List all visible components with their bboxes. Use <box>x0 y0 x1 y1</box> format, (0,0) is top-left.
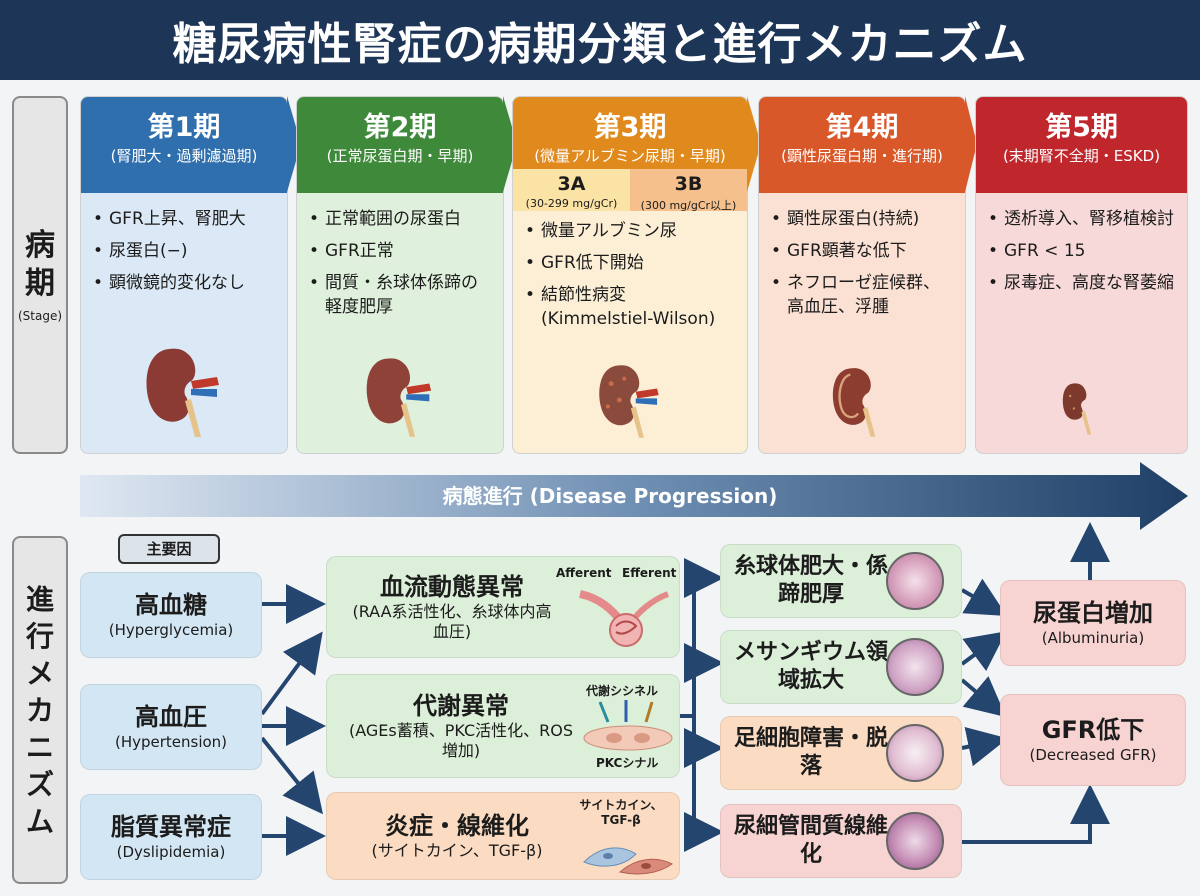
cell-signal-icon <box>583 700 673 751</box>
metabolic-signal-label: 代謝シシネル <box>586 684 659 698</box>
substage-3b-range: (300 mg/gCr以上) <box>640 199 737 212</box>
kidney-icon <box>366 358 432 437</box>
vessel-icon <box>579 590 670 647</box>
outcome-label-en: (Albuminuria) <box>1041 629 1145 647</box>
stage-4-card: 第4期 (顕性尿蛋白期・進行期) 顕性尿蛋白(持続) GFR顕著な低下 ネフロー… <box>758 96 966 454</box>
mechanism-label: 炎症・線維化 <box>385 812 529 840</box>
stage-label: 病期 <box>25 228 55 301</box>
glomerulus-icon <box>886 552 944 610</box>
outcome-label: GFR低下 <box>1041 716 1145 744</box>
cause-label-en: (Dyslipidemia) <box>116 843 226 861</box>
stage-3-item: 結節性病変 (Kimmelstiel-Wilson) <box>525 283 735 331</box>
cause-label-en: (Hypertension) <box>114 733 228 751</box>
stage-4-item: 顕性尿蛋白(持続) <box>771 207 953 231</box>
mechanism-detail: (サイトカイン、TGF-β) <box>371 841 543 860</box>
substage-3b-label: 3B <box>674 173 703 195</box>
stage-4-item: GFR顕著な低下 <box>771 239 953 263</box>
stage-5-item: 透析導入、腎移植検討 <box>988 207 1175 231</box>
stage-5-number: 第5期 <box>1045 112 1118 143</box>
progression-label: 病態進行 (Disease Progression) <box>442 484 778 508</box>
stage-2-number: 第2期 <box>363 112 437 143</box>
stage-2-item: 間質・糸球体係蹄の軽度肥厚 <box>309 271 491 319</box>
efferent-label: Efferent <box>622 566 677 580</box>
stage-2-header: 第2期 (正常尿蛋白期・早期) <box>297 97 503 193</box>
main-cause-tag: 主要因 <box>118 534 220 564</box>
substage-3a-label: 3A <box>557 173 586 195</box>
mechanism-detail: (RAA系活性化、糸球体内高血圧) <box>352 602 552 641</box>
stage-4-arrow <box>965 96 977 192</box>
cause-label: 高血糖 <box>135 591 207 619</box>
outcome-label: 尿蛋白増加 <box>1033 599 1153 627</box>
stage-2-card: 第2期 (正常尿蛋白期・早期) 正常範囲の尿蛋白 GFR正常 間質・糸球体係蹄の… <box>296 96 504 454</box>
outcome-albuminuria: 尿蛋白増加 (Albuminuria) <box>1000 580 1186 666</box>
stage-1-subtitle: (腎肥大・過剰濾過期) <box>110 147 258 165</box>
cytokine-label: サイトカイン、TGF-β <box>579 798 663 827</box>
stage-side-label: 病期 (Stage) <box>12 96 68 454</box>
outcome-decreased-gfr: GFR低下 (Decreased GFR) <box>1000 694 1186 786</box>
stage-5-subtitle: (末期腎不全期・ESKD) <box>1002 147 1161 165</box>
stage-3-subtitle: (微量アルブミン尿期・早期) <box>534 147 726 165</box>
mechanism-side-label: 進行メカニズム <box>12 536 68 884</box>
mesangium-icon <box>886 638 944 696</box>
stage-5-header: 第5期 (末期腎不全期・ESKD) <box>976 97 1187 193</box>
afferent-label: Afferent <box>556 566 612 580</box>
mechanism-label: 血流動態異常 <box>380 573 524 601</box>
stage-1-card: 第1期 (腎肥大・過剰濾過期) GFR上昇、腎肥大 尿蛋白(−) 顕微鏡的変化な… <box>80 96 288 454</box>
stage-5-item: 尿毒症、高度な腎萎縮 <box>988 271 1175 295</box>
outcome-label-en: (Decreased GFR) <box>1029 746 1157 764</box>
mechanism-detail: (AGEs蓄積、PKC活性化、ROS増加) <box>348 721 574 760</box>
cause-dyslipidemia: 脂質異常症 (Dyslipidemia) <box>80 794 262 880</box>
mechanism-inflammation: 炎症・線維化 (サイトカイン、TGF-β) <box>326 792 680 880</box>
stage-1-header: 第1期 (腎肥大・過剰濾過期) <box>81 97 287 193</box>
title-bar: 糖尿病性腎症の病期分類と進行メカニズム <box>0 0 1200 80</box>
damaged-kidney-icon <box>832 368 876 437</box>
stage-4-number: 第4期 <box>825 112 899 143</box>
nodular-kidney-icon <box>599 365 659 438</box>
stage-3-item: 微量アルブミン尿 <box>525 219 735 243</box>
cause-hypertension: 高血圧 (Hypertension) <box>80 684 262 770</box>
atrophic-kidney-icon <box>1062 383 1091 435</box>
mechanism-label: 代謝異常 <box>413 692 509 720</box>
stage-2-item: 正常範囲の尿蛋白 <box>309 207 491 231</box>
stage-1-number: 第1期 <box>147 112 221 143</box>
change-label: 足細胞障害・脱落 <box>733 726 888 779</box>
change-label: メサンギウム領域拡大 <box>733 640 888 693</box>
progression-arrow <box>80 462 1188 530</box>
mechanism-label: 進行メカニズム <box>25 582 54 838</box>
substage-3a-range: (30-299 mg/gCr) <box>525 197 618 210</box>
stage-3-item: GFR低下開始 <box>525 251 735 275</box>
stage-3-substages: 3A (30-299 mg/gCr) 3B (300 mg/gCr以上) <box>513 169 747 212</box>
fibrosis-icon <box>886 812 944 870</box>
stage-4-subtitle: (顕性尿蛋白期・進行期) <box>781 147 943 165</box>
cause-label: 高血圧 <box>135 703 207 731</box>
stage-1-item: 顕微鏡的変化なし <box>93 271 275 295</box>
stage-3-header: 第3期 (微量アルブミン尿期・早期) <box>513 97 747 169</box>
stage-2-subtitle: (正常尿蛋白期・早期) <box>326 147 474 165</box>
stage-3-card: 第3期 (微量アルブミン尿期・早期) 3A (30-299 mg/gCr) 3B… <box>512 96 748 454</box>
stage-3-arrow <box>747 96 761 192</box>
cause-label: 脂質異常症 <box>111 813 231 841</box>
healthy-kidney-icon <box>146 348 219 437</box>
stage-1-item: GFR上昇、腎肥大 <box>93 207 275 231</box>
stage-1-item: 尿蛋白(−) <box>93 239 275 263</box>
substage-3a: 3A (30-299 mg/gCr) <box>513 169 630 211</box>
change-label: 糸球体肥大・係蹄肥厚 <box>733 554 888 607</box>
stage-4-item: ネフローゼ症候群、高血圧、浮腫 <box>771 271 953 319</box>
fibroblast-icon <box>583 847 673 875</box>
stage-5-card: 第5期 (末期腎不全期・ESKD) 透析導入、腎移植検討 GFR < 15 尿毒… <box>975 96 1188 454</box>
stage-4-header: 第4期 (顕性尿蛋白期・進行期) <box>759 97 965 193</box>
stage-label-en: (Stage) <box>17 309 63 323</box>
change-label: 尿細管間質線維化 <box>733 814 888 867</box>
cause-hyperglycemia: 高血糖 (Hyperglycemia) <box>80 572 262 658</box>
mechanism-metabolic: 代謝異常 (AGEs蓄積、PKC活性化、ROS増加) <box>326 674 680 778</box>
page-title: 糖尿病性腎症の病期分類と進行メカニズム <box>172 19 1028 70</box>
stage-3-number: 第3期 <box>593 112 667 143</box>
pkc-signal-label: PKCシナル <box>596 756 659 770</box>
substage-3b: 3B (300 mg/gCr以上) <box>630 169 747 212</box>
stage-2-item: GFR正常 <box>309 239 491 263</box>
cause-label-en: (Hyperglycemia) <box>108 621 234 639</box>
stage-5-item: GFR < 15 <box>988 239 1175 263</box>
podocyte-icon <box>886 724 944 782</box>
